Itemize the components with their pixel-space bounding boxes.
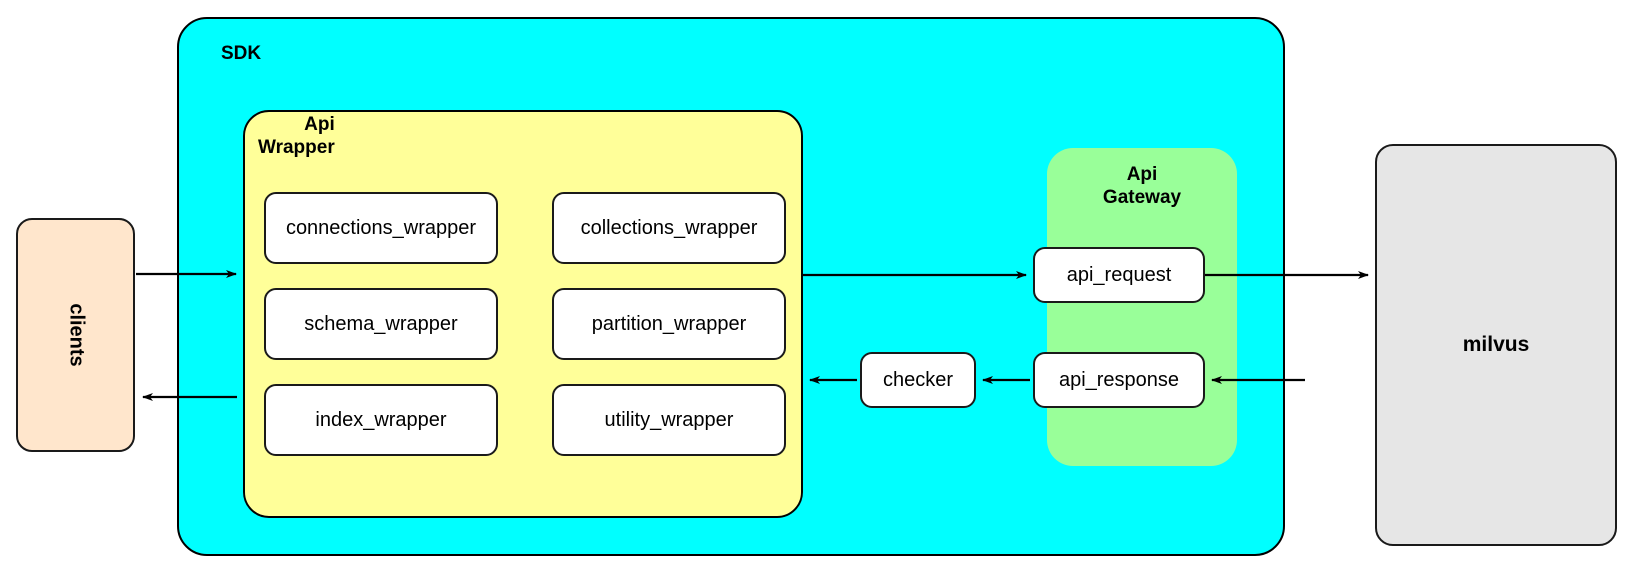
node-checker[interactable]: checker [860, 352, 976, 408]
clients-label: clients [65, 303, 87, 367]
api-wrapper-title: Api Wrapper [258, 114, 335, 159]
node-collections-wrapper[interactable]: collections_wrapper [552, 192, 786, 264]
node-partition-wrapper[interactable]: partition_wrapper [552, 288, 786, 360]
node-index-wrapper[interactable]: index_wrapper [264, 384, 498, 456]
node-schema-wrapper[interactable]: schema_wrapper [264, 288, 498, 360]
api-gateway-container [1047, 148, 1237, 466]
node-utility-wrapper[interactable]: utility_wrapper [552, 384, 786, 456]
node-api-response[interactable]: api_response [1033, 352, 1205, 408]
milvus-node[interactable]: milvus [1375, 144, 1617, 546]
clients-node[interactable]: clients [16, 218, 135, 452]
sdk-title: SDK [221, 43, 262, 64]
node-connections-wrapper[interactable]: connections_wrapper [264, 192, 498, 264]
api-gateway-title: Api Gateway [1102, 164, 1182, 209]
node-api-request[interactable]: api_request [1033, 247, 1205, 303]
